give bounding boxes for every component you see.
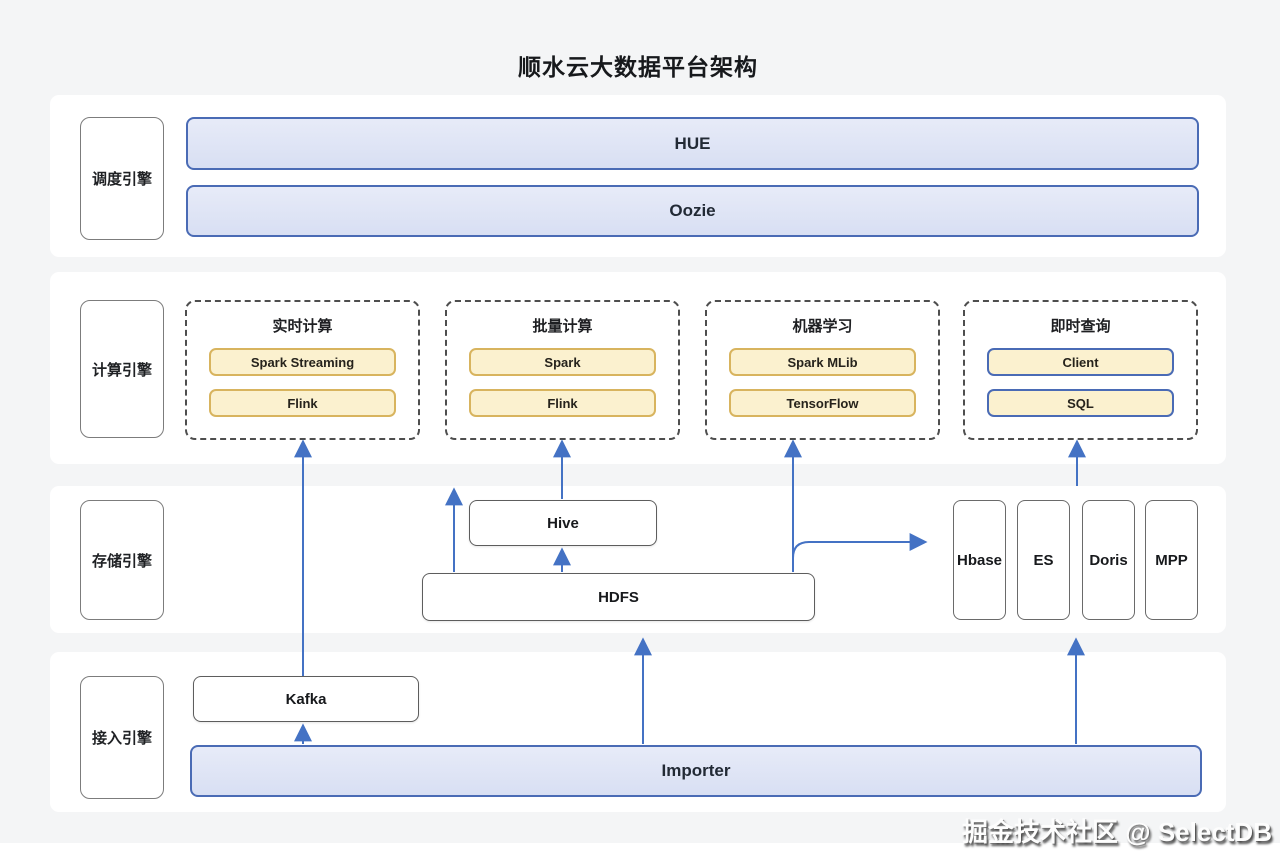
- spark-streaming-node: Spark Streaming: [209, 348, 396, 376]
- page-title: 顺水云大数据平台架构: [518, 54, 758, 80]
- mpp-node: MPP: [1145, 500, 1198, 620]
- machine-learning-title: 机器学习: [792, 318, 853, 335]
- instant-query-group: 即时查询 Client SQL: [963, 300, 1198, 440]
- batch-compute-title: 批量计算: [532, 318, 593, 335]
- compute-engine-label: 计算引擎: [80, 300, 164, 438]
- doris-node: Doris: [1082, 500, 1135, 620]
- realtime-compute-group: 实时计算 Spark Streaming Flink: [185, 300, 420, 440]
- realtime-compute-title: 实时计算: [272, 318, 333, 335]
- spark-node: Spark: [469, 348, 656, 376]
- hdfs-node: HDFS: [422, 573, 815, 621]
- machine-learning-group: 机器学习 Spark MLib TensorFlow: [705, 300, 940, 440]
- hbase-node: Hbase: [953, 500, 1006, 620]
- watermark-text: 掘金技术社区 @ SelectDB: [962, 817, 1272, 847]
- tensorflow-node: TensorFlow: [729, 389, 916, 417]
- hive-node: Hive: [469, 500, 657, 546]
- storage-engine-label: 存储引擎: [80, 500, 164, 620]
- es-node: ES: [1017, 500, 1070, 620]
- hue-node: HUE: [186, 117, 1199, 170]
- kafka-node: Kafka: [193, 676, 419, 722]
- flink-realtime-node: Flink: [209, 389, 396, 417]
- sql-node: SQL: [987, 389, 1174, 417]
- batch-compute-group: 批量计算 Spark Flink: [445, 300, 680, 440]
- scheduling-engine-label: 调度引擎: [80, 117, 164, 240]
- client-node: Client: [987, 348, 1174, 376]
- importer-node: Importer: [190, 745, 1202, 797]
- oozie-node: Oozie: [186, 185, 1199, 237]
- flink-batch-node: Flink: [469, 389, 656, 417]
- instant-query-title: 即时查询: [1050, 318, 1111, 335]
- spark-mlib-node: Spark MLib: [729, 348, 916, 376]
- ingest-engine-label: 接入引擎: [80, 676, 164, 799]
